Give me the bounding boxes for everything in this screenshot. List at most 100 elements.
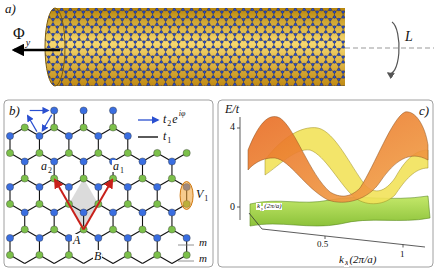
lattice-bond (140, 2, 144, 5)
lattice-site (73, 46, 76, 49)
lattice-site (337, 8, 340, 11)
lattice-site (164, 68, 167, 71)
lattice-bond (347, 35, 348, 40)
lattice-site (225, 53, 228, 56)
lattice-bond (118, 92, 122, 95)
lattice-bond (287, 92, 291, 95)
lattice-bond (192, 2, 196, 5)
lattice-site (169, 61, 172, 64)
lattice-bond (31, 10, 35, 13)
lattice-bond (31, 85, 35, 88)
lattice-site (316, 76, 319, 79)
lattice-site (329, 68, 332, 71)
lattice-site (234, 53, 237, 56)
lattice-site (138, 23, 141, 26)
lattice-bond (300, 2, 304, 5)
lattice-bond (148, 95, 149, 100)
lattice-site (307, 16, 310, 19)
lattice-site (69, 8, 72, 11)
lattice-site (130, 53, 133, 56)
lattice-bond (195, 0, 196, 2)
lattice-site (177, 61, 180, 64)
lattice-site (56, 16, 59, 19)
lattice-bond (178, 0, 179, 2)
lattice-site (342, 16, 345, 19)
lattice-bond (217, 95, 218, 100)
lattice-site (333, 46, 336, 49)
lattice-bond (347, 80, 348, 85)
lattice-site (277, 68, 280, 71)
lattice-bond (191, 95, 192, 100)
lattice-site (182, 38, 185, 41)
lattice-bond (192, 92, 196, 95)
lattice-site (99, 61, 102, 64)
lattice-site (324, 1, 327, 4)
lattice-bond (139, 95, 140, 100)
lattice-bond (49, 2, 53, 5)
lattice-site (151, 76, 154, 79)
lattice-site (56, 1, 59, 4)
lattice-bond (126, 0, 127, 2)
lattice-bond (221, 0, 222, 2)
lattice-bond (31, 25, 35, 28)
lattice-bond (300, 92, 304, 95)
lattice-bond (113, 95, 114, 100)
lattice-bond (347, 25, 351, 28)
lattice-bond (31, 72, 32, 77)
lattice-bond (230, 0, 231, 2)
lattice-site (169, 16, 172, 19)
lattice-bond (295, 95, 296, 100)
lattice-site (238, 76, 241, 79)
lattice-site (316, 1, 319, 4)
lattice-bond (338, 95, 339, 100)
lattice-site (30, 1, 33, 4)
lattice-site (242, 53, 245, 56)
lattice-bond (213, 100, 217, 103)
lattice-bond (244, 92, 248, 95)
lattice-site (190, 83, 193, 86)
lattice-bond (101, 92, 105, 95)
lattice-bond (114, 92, 118, 95)
lattice-site (82, 16, 85, 19)
lattice-site (39, 61, 42, 64)
lattice-site (199, 38, 202, 41)
lattice-bond (235, 2, 239, 5)
lattice-bond (130, 95, 131, 100)
lattice-bond (109, 87, 110, 92)
lattice-site (208, 53, 211, 56)
lattice-site (264, 61, 267, 64)
lattice-bond (40, 77, 44, 80)
lattice-bond (261, 2, 265, 5)
lattice-site (52, 23, 55, 26)
lattice-bond (182, 95, 183, 100)
lattice-bond (326, 92, 330, 95)
lattice-site (30, 16, 33, 19)
lattice-bond (44, 65, 45, 70)
lattice-site (52, 68, 55, 71)
lattice-site (255, 31, 258, 34)
lattice-site (238, 46, 241, 49)
lattice-site (260, 83, 263, 86)
lattice-site (229, 1, 232, 4)
lattice-site (147, 68, 150, 71)
lattice-bond (83, 0, 84, 2)
lattice-site (281, 31, 284, 34)
lattice-site (104, 8, 107, 11)
lattice-site (212, 46, 215, 49)
lattice-site (320, 53, 323, 56)
lattice-site (290, 31, 293, 34)
lattice-bond (44, 95, 45, 100)
lattice-site (82, 76, 85, 79)
lattice-bond (144, 92, 148, 95)
lattice-site (311, 53, 314, 56)
lattice-bond (308, 2, 312, 5)
lattice-bond (31, 62, 35, 65)
lattice-site (290, 1, 293, 4)
lattice-site (221, 61, 224, 64)
lattice-site (99, 46, 102, 49)
lattice-bond (269, 95, 270, 100)
lattice-bond (343, 92, 347, 95)
lattice-site (294, 23, 297, 26)
lattice-site (255, 76, 258, 79)
lattice-bond (40, 0, 41, 2)
